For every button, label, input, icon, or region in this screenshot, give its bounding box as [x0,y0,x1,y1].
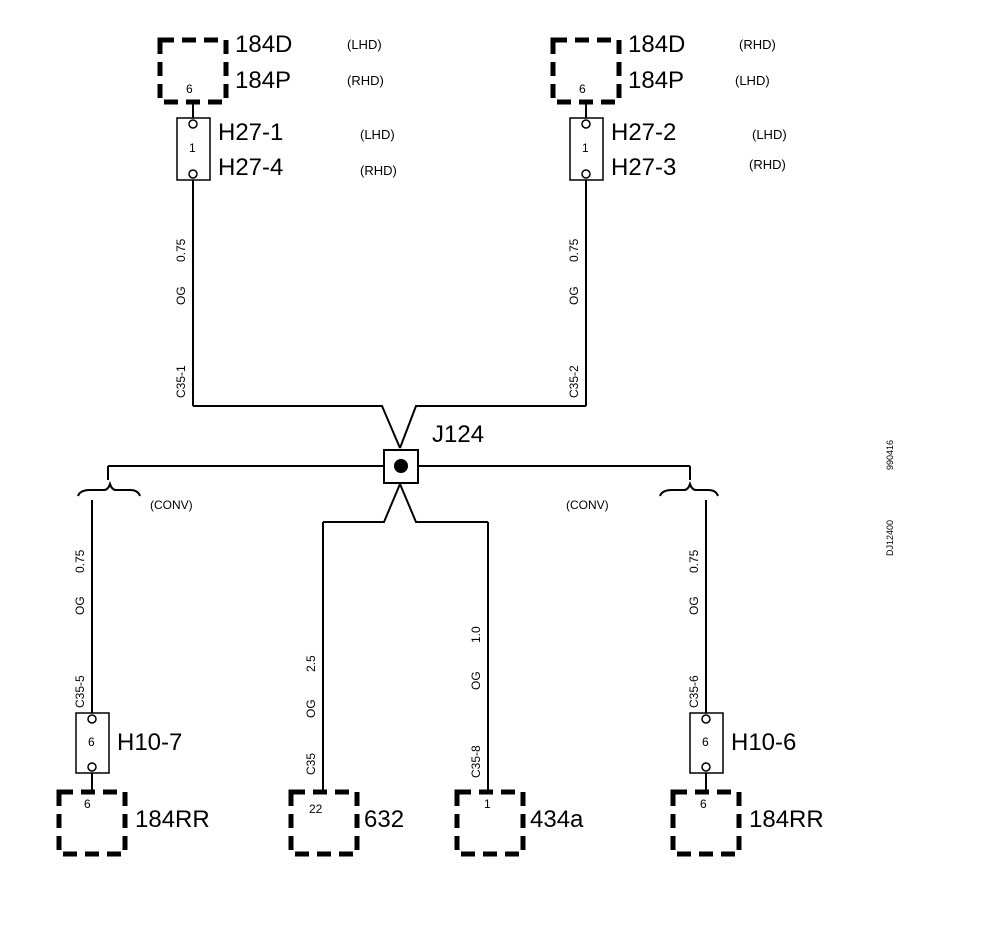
connector-pin-bottom-h10-6 [701,762,711,772]
component-184rr-right [670,789,742,857]
connector-pin-top-right [581,119,591,129]
comp-label-184p-left: 184P [235,67,291,94]
wire-out-left [323,483,401,523]
connector-pin-top-h10-6 [701,714,711,724]
wire-size-c35-6: 0.75 [687,549,701,573]
component-184d-184p-right [550,37,622,105]
circuit-c35-1: C35-1 [174,365,188,398]
wire-in-left [193,405,401,449]
connector-pin-top-left [188,119,198,129]
comp-pin-184rr-left: 6 [84,797,91,811]
wire-color-c35-5: OG [73,596,87,615]
wire-color-c35-2: OG [567,286,581,305]
comp-label-184d-right: 184D [628,31,685,58]
bottom-branch-3: 1.0 OG C35-8 1 434a [454,522,584,857]
conn-label-h10-6: H10-6 [731,729,796,756]
conn-region-1-right: (LHD) [752,127,787,142]
component-434a [454,789,526,857]
wire-color-c35-1: OG [174,286,188,305]
bottom-branch-1: 0.75 OG C35-5 6 H10-7 6 184RR [56,500,210,857]
option-bracket-right [659,480,719,497]
connector-pin-bottom-right [581,169,591,179]
comp-label-184rr-left: 184RR [135,806,210,833]
wire-size-c35-2: 0.75 [567,238,581,262]
conn-pin-h10-6: 6 [702,735,709,749]
wire-size-c35-8: 1.0 [469,626,483,643]
wire-in-right [399,405,586,449]
conn-label-h27-3: H27-3 [611,154,676,181]
component-184rr-left [56,789,128,857]
wire-size-c35-5: 0.75 [73,549,87,573]
top-right-branch: 6 184D 184P (RHD) (LHD) 1 H27-2 H27-3 (L… [550,31,787,406]
bottom-branch-2: 2.5 OG C35 22 632 [288,522,404,857]
splice-j124: J124 [108,405,690,523]
wire-color-c35-6: OG [687,596,701,615]
conn-label-h27-4: H27-4 [218,154,283,181]
component-184d-184p-left [157,37,229,105]
connector-pin-bottom-left [188,169,198,179]
wire-size-c35-1: 0.75 [174,238,188,262]
wire-out-right [399,483,488,523]
comp-region-1-right: (RHD) [739,37,776,52]
option-left: (CONV) [77,466,193,512]
comp-label-184d-left: 184D [235,31,292,58]
splice-dot [394,459,408,473]
conn-label-h27-2: H27-2 [611,119,676,146]
comp-region-2-left: (RHD) [347,73,384,88]
component-632 [288,789,360,857]
circuit-c35-5: C35-5 [73,675,87,708]
comp-pin-right: 6 [579,82,586,96]
conn-pin-left: 1 [189,141,196,155]
conn-label-h27-1: H27-1 [218,119,283,146]
comp-pin-632: 22 [309,802,323,816]
comp-region-2-right: (LHD) [735,73,770,88]
circuit-c35: C35 [304,753,318,775]
comp-label-184rr-right: 184RR [749,806,824,833]
conn-region-1-left: (LHD) [360,127,395,142]
comp-pin-left: 6 [186,82,193,96]
conn-pin-right: 1 [582,141,589,155]
conn-region-2-left: (RHD) [360,163,397,178]
comp-label-434a: 434a [530,806,584,833]
comp-pin-184rr-right: 6 [700,797,707,811]
top-left-branch: 6 184D 184P (LHD) (RHD) 1 H27-1 H27-4 (L… [157,31,397,406]
conn-pin-h10-7: 6 [88,735,95,749]
side-code-drawing: DJ12400 [885,520,895,556]
connector-pin-top-h10-7 [87,714,97,724]
comp-pin-434a: 1 [484,797,491,811]
wire-color-c35-8: OG [469,671,483,690]
option-bracket-left [77,480,141,497]
comp-region-1-left: (LHD) [347,37,382,52]
splice-label: J124 [432,421,484,448]
option-right: (CONV) [566,466,719,512]
wire-size-c35: 2.5 [304,655,318,672]
conn-label-h10-7: H10-7 [117,729,182,756]
wire-color-c35: OG [304,699,318,718]
comp-label-632: 632 [364,806,404,833]
circuit-c35-8: C35-8 [469,745,483,778]
circuit-c35-6: C35-6 [687,675,701,708]
side-code-date: 990416 [885,440,895,470]
option-label-left: (CONV) [150,498,193,512]
option-label-right: (CONV) [566,498,609,512]
conn-region-2-right: (RHD) [749,157,786,172]
circuit-c35-2: C35-2 [567,365,581,398]
connector-pin-bottom-h10-7 [87,762,97,772]
bottom-branch-4: 0.75 OG C35-6 6 H10-6 6 184RR [670,500,824,857]
comp-label-184p-right: 184P [628,67,684,94]
